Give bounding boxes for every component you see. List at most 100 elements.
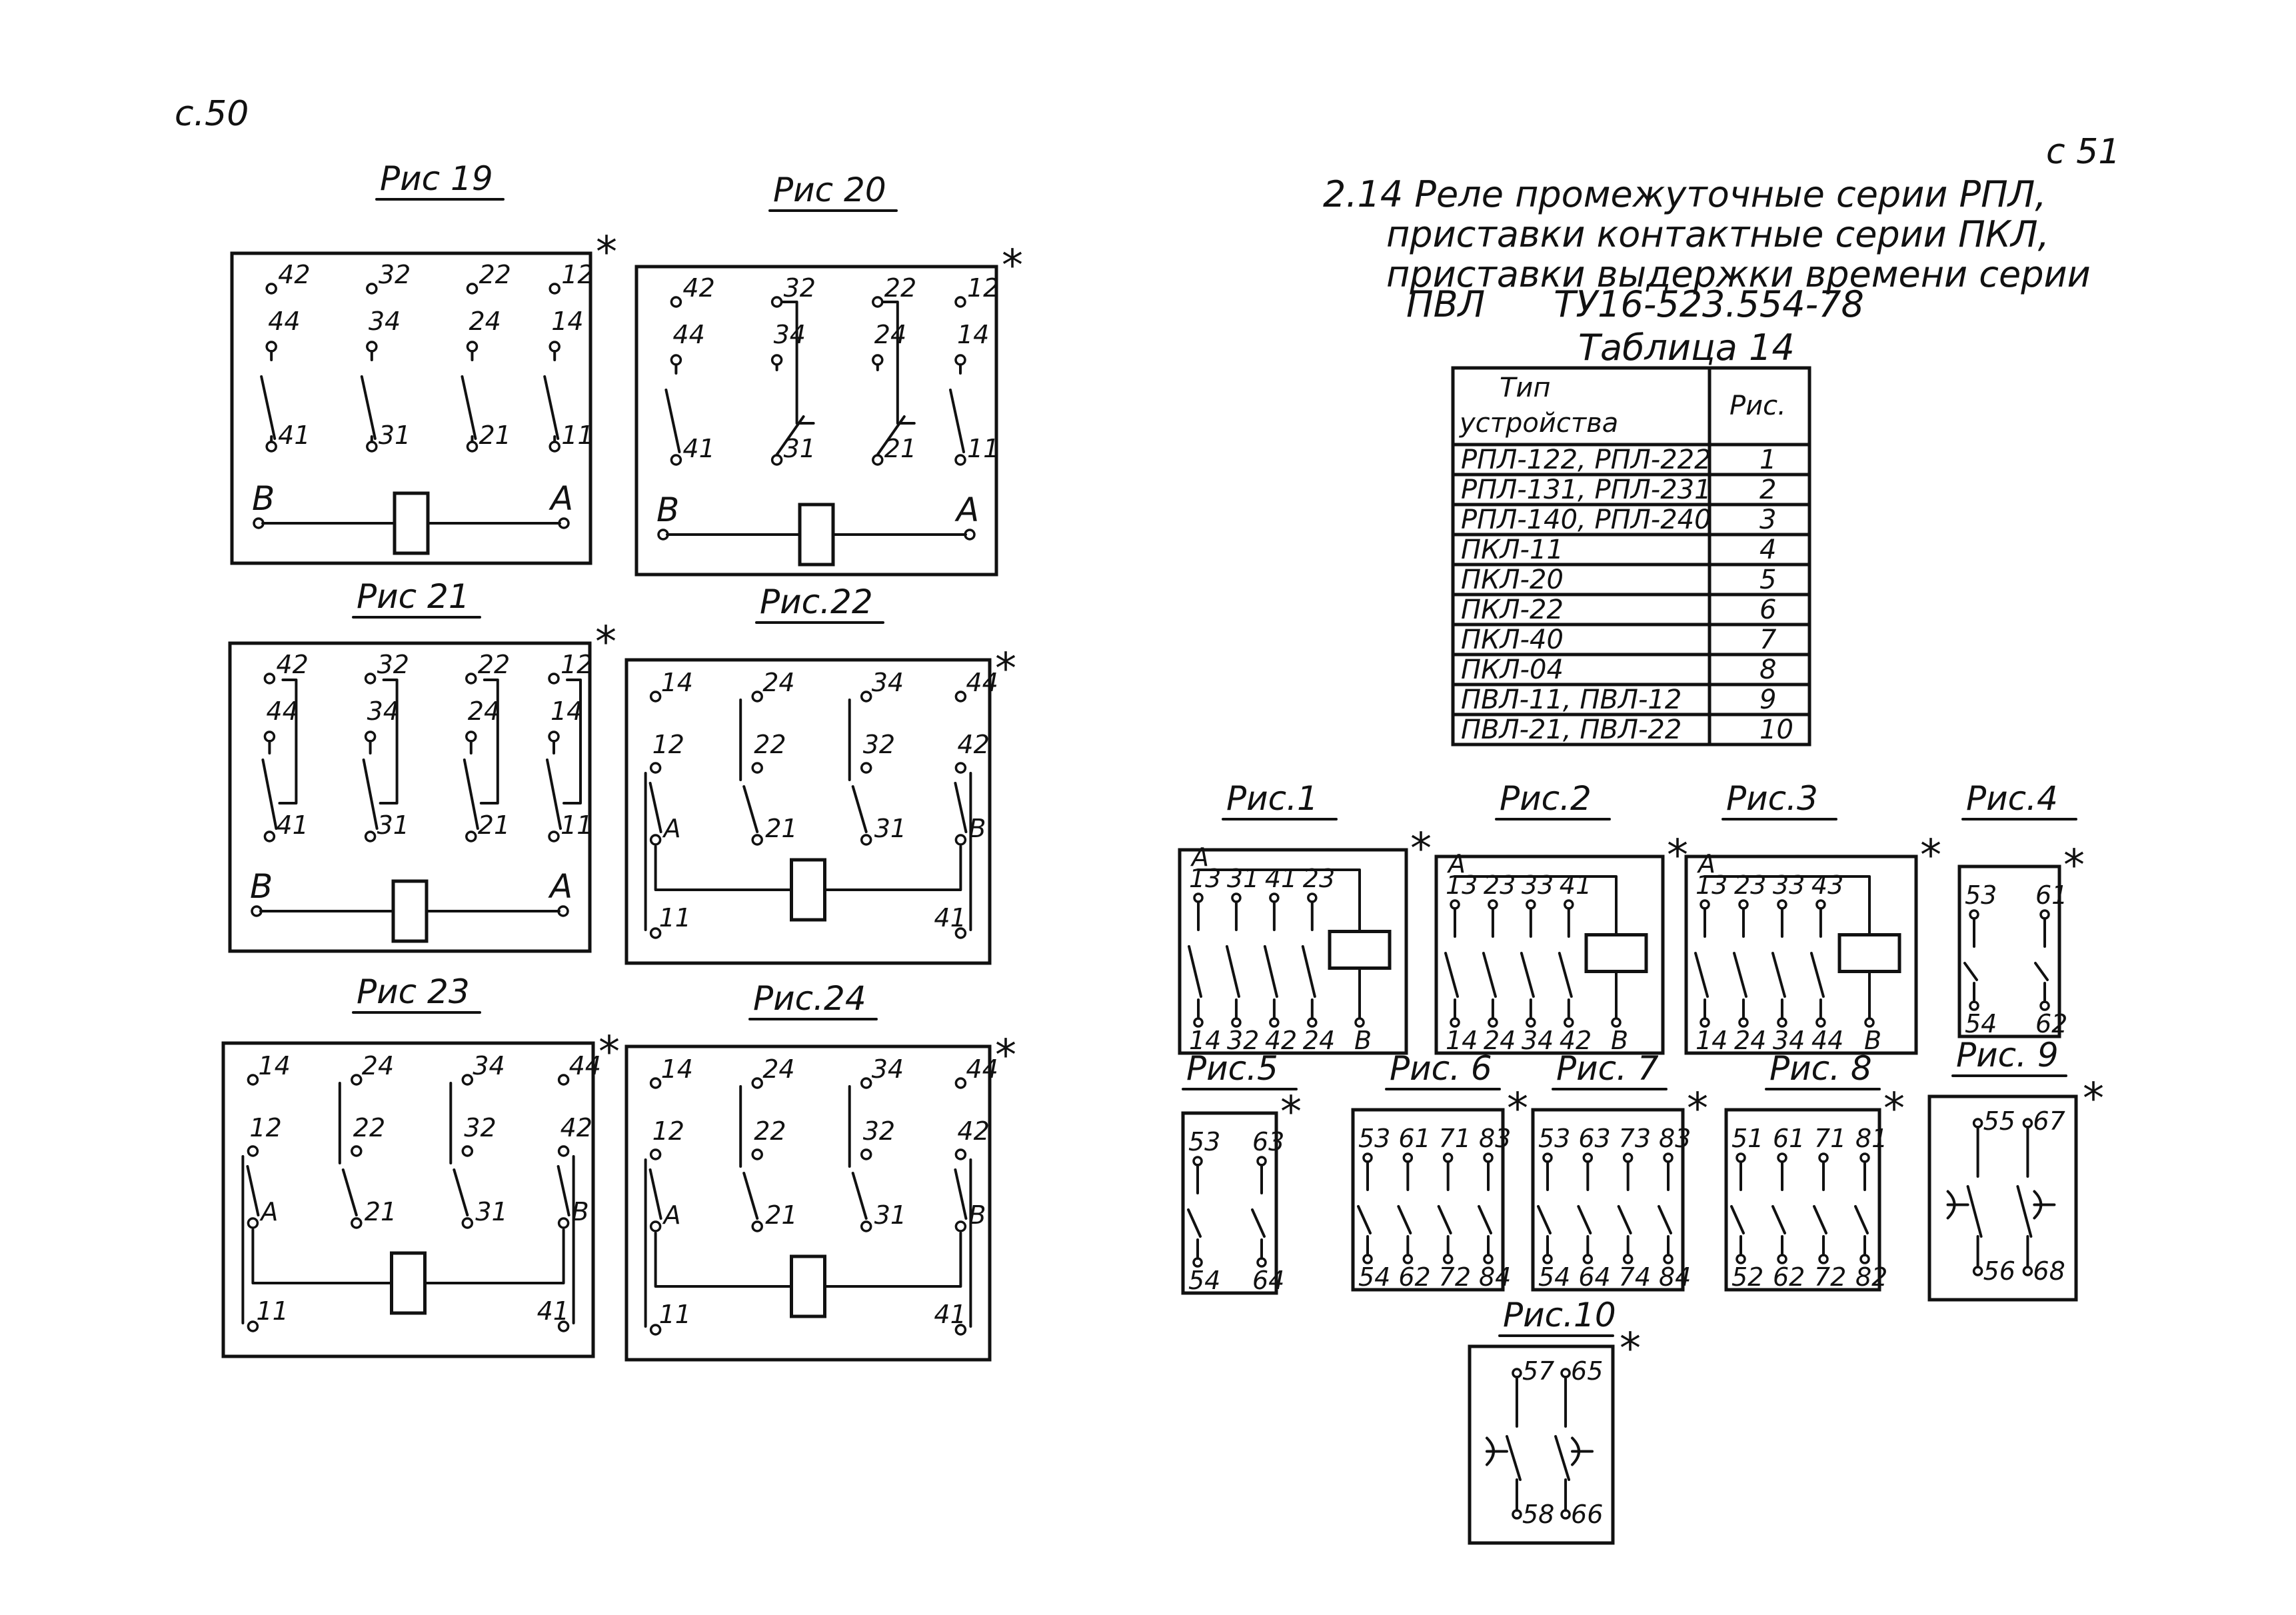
coil-label-a: А xyxy=(954,491,979,529)
wire xyxy=(2016,1185,2033,1238)
terminal-label: 31 xyxy=(874,814,906,843)
section-title-line-1: 2.14 Реле промежуточные серии РПЛ, xyxy=(1323,173,2046,215)
coil xyxy=(390,1251,427,1315)
wire xyxy=(461,375,477,440)
star-mark: * xyxy=(1920,831,1941,880)
terminal-label: 24 xyxy=(362,1051,394,1080)
terminal-dot xyxy=(1864,1017,1875,1028)
terminal-dot xyxy=(954,762,967,774)
table-cell-fig: 10 xyxy=(1759,715,1793,745)
terminal-dot xyxy=(670,296,682,308)
terminal-label: 34 xyxy=(1773,1026,1805,1055)
terminal-dot xyxy=(351,1217,363,1229)
terminal-dot xyxy=(860,1220,872,1232)
wire xyxy=(648,782,662,833)
wire xyxy=(1966,1185,1983,1238)
terminal-label: 81 xyxy=(1855,1124,1887,1153)
terminal-label: 34 xyxy=(369,307,401,336)
terminal-label: 42 xyxy=(561,1113,592,1142)
terminal-label: 42 xyxy=(1265,1026,1297,1055)
figure-frame xyxy=(1178,848,1408,1055)
wire xyxy=(1437,1205,1452,1234)
terminal-label: 24 xyxy=(762,668,794,697)
terminal-label: 32 xyxy=(379,260,411,289)
wire xyxy=(260,375,277,440)
terminal-label: 51 xyxy=(1731,1124,1763,1153)
wire xyxy=(543,375,560,440)
terminal-label: 21 xyxy=(478,810,510,840)
coil xyxy=(1837,933,1901,973)
terminal-label: 82 xyxy=(1855,1262,1887,1292)
terminal-label: 24 xyxy=(874,320,906,349)
terminal-dot xyxy=(751,1220,763,1232)
terminal-label: 12 xyxy=(249,1113,281,1142)
table-cell-fig: 8 xyxy=(1759,655,1776,685)
coil xyxy=(1584,933,1648,973)
figure-frame xyxy=(1684,854,1918,1055)
wire xyxy=(557,1165,571,1216)
wire xyxy=(1658,1205,1672,1234)
star-mark: * xyxy=(1620,1324,1641,1374)
terminal-label: 62 xyxy=(1773,1262,1805,1292)
wire xyxy=(2034,962,2049,981)
terminal-label: 12 xyxy=(561,260,593,289)
figure-frame xyxy=(221,1041,595,1358)
terminal-dot xyxy=(247,1074,259,1086)
coil xyxy=(391,879,429,943)
terminal-dot xyxy=(466,341,479,353)
figure-caption: Рис 21 xyxy=(357,577,470,616)
terminal-label: 22 xyxy=(754,1116,786,1146)
coil-label-a: А xyxy=(548,867,573,906)
table-cell-type: ПКЛ-20 xyxy=(1461,565,1564,595)
terminal-dot xyxy=(548,673,560,685)
terminal-label: 31 xyxy=(874,1200,906,1230)
terminal-label: 42 xyxy=(276,650,308,679)
terminal-dot xyxy=(263,830,276,842)
wire xyxy=(1694,952,1709,998)
section-title: 2.14 Реле промежуточные серии РПЛ, прист… xyxy=(1323,173,2091,325)
coil-label-b: В xyxy=(1611,1026,1628,1055)
terminal-label: 34 xyxy=(1522,1026,1554,1055)
figure-caption: Рис. 7 xyxy=(1556,1049,1659,1088)
wire xyxy=(1558,952,1573,998)
terminal-label: 61 xyxy=(1773,1124,1805,1153)
terminal-dot xyxy=(366,441,378,453)
terminal-dot xyxy=(751,1148,763,1160)
figure-frame xyxy=(624,1044,992,1362)
star-mark: * xyxy=(595,618,616,667)
wire xyxy=(1537,1205,1552,1234)
terminal-dot xyxy=(465,731,477,743)
terminal-label: 84 xyxy=(1659,1262,1691,1292)
terminal-label: 21 xyxy=(765,1200,797,1230)
terminal-dot xyxy=(751,1077,763,1089)
terminal-label: 22 xyxy=(478,650,510,679)
wire xyxy=(1963,962,1978,981)
terminal-label: 24 xyxy=(1303,1026,1335,1055)
star-mark: * xyxy=(1507,1084,1528,1134)
terminal-label: А xyxy=(259,1197,278,1226)
wire xyxy=(1478,1205,1492,1234)
terminal-dot xyxy=(461,1217,474,1229)
table-cell-type: РПЛ-131, РПЛ-231 xyxy=(1461,475,1712,505)
figure-caption: Рис. 8 xyxy=(1769,1049,1872,1088)
wire xyxy=(379,679,399,805)
terminal-label: 31 xyxy=(379,421,411,450)
terminal-dot xyxy=(872,296,884,308)
table-cell-type: РПЛ-140, РПЛ-240 xyxy=(1461,505,1712,535)
figure-frame xyxy=(228,641,592,953)
coil xyxy=(790,1254,826,1318)
terminal-dot xyxy=(549,283,561,295)
terminal-label: 14 xyxy=(1696,1026,1727,1055)
terminal-dot xyxy=(366,283,378,295)
star-mark: * xyxy=(2063,841,2085,890)
wire xyxy=(648,1168,662,1220)
coil-label-a: А xyxy=(1190,842,1209,872)
